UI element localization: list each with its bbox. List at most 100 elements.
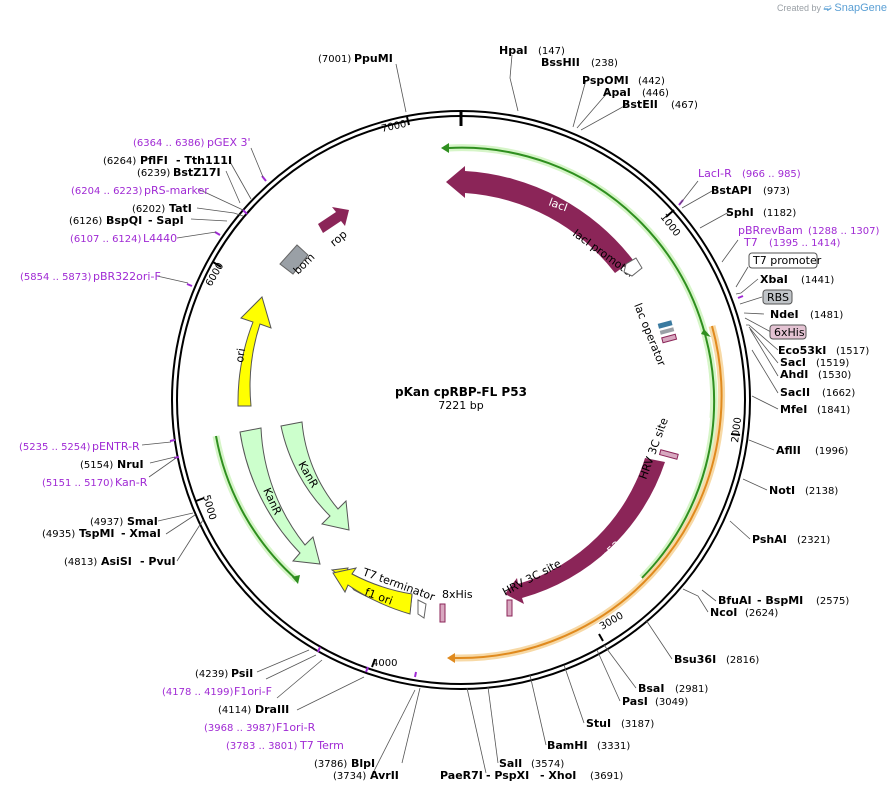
bsshii-pos: (238) bbox=[591, 58, 618, 69]
tth111i-name: - Tth111I bbox=[176, 154, 232, 167]
pshai-pos: (2321) bbox=[797, 535, 830, 546]
pgex3-primer-name: pGEX 3' bbox=[207, 136, 251, 149]
f1-ori-feature bbox=[332, 567, 413, 615]
lac-operator-box bbox=[657, 320, 673, 329]
bstz17i-name: BstZ17I bbox=[173, 166, 221, 179]
primer-marker-kan-r bbox=[173, 456, 180, 459]
prs-marker-primer-name: pRS-marker bbox=[144, 184, 209, 197]
rop-label: rop bbox=[328, 228, 350, 250]
pbr322ori-f-primer-pos: (5854 .. 5873) bbox=[20, 272, 92, 283]
his6-label-box bbox=[769, 324, 807, 340]
rbs-label-box bbox=[762, 289, 793, 305]
draiii-name: DraIII bbox=[255, 703, 289, 716]
laci-promoter-feature bbox=[623, 257, 643, 277]
his6-label: 6xHis bbox=[774, 326, 805, 339]
bstapi-name: BstAPI bbox=[711, 184, 752, 197]
xmai-name: - XmaI bbox=[121, 527, 161, 540]
primer-marker-f1ori-f bbox=[317, 646, 321, 653]
l4440-primer-name: L4440 bbox=[143, 232, 177, 245]
t7term-primer-pos: (3783 .. 3801) bbox=[226, 741, 298, 752]
bsteii-pos: (467) bbox=[671, 100, 698, 111]
pbr322ori-f-primer-name: pBR322ori-F bbox=[93, 270, 161, 283]
tati-pos: (6202) bbox=[132, 204, 165, 215]
ndei-name: NdeI bbox=[770, 308, 799, 321]
xbai-name: XbaI bbox=[760, 273, 788, 286]
t7-primer-pos: (1395 .. 1414) bbox=[769, 238, 841, 249]
pbrrevbam-primer-pos: (1288 .. 1307) bbox=[808, 226, 880, 237]
ppumi-name: PpuMI bbox=[354, 52, 393, 65]
pflfi-name: PflFI bbox=[140, 154, 168, 167]
lac-operator-label: lac operator bbox=[631, 301, 668, 368]
sphi-name: SphI bbox=[726, 206, 754, 219]
pspomi-name: PspOMI bbox=[582, 74, 629, 87]
p53-orf-arc bbox=[454, 325, 723, 660]
f1ori-f-primer-pos: (4178 .. 4199) bbox=[162, 687, 234, 698]
his6-box bbox=[661, 333, 678, 344]
noti-pos: (2138) bbox=[805, 486, 838, 497]
pgex3-primer-pos: (6364 .. 6386) bbox=[133, 138, 205, 149]
smai-pos: (4937) bbox=[90, 517, 123, 528]
pshai-name: PshAI bbox=[752, 533, 787, 546]
pentr-r-primer-name: pENTR-R bbox=[92, 440, 140, 453]
kanr-orf-arc bbox=[215, 435, 298, 581]
hrv-3c-site-box-1 bbox=[658, 449, 679, 460]
tick-6000 bbox=[212, 261, 222, 268]
snapgene-brand-label: SnapGene bbox=[834, 2, 887, 14]
tati-name: TatI bbox=[169, 202, 192, 215]
leader-lines bbox=[141, 54, 779, 776]
plasmid-size: 7221 bp bbox=[438, 399, 483, 412]
saci-pos: (1519) bbox=[816, 358, 849, 369]
stui-name: StuI bbox=[586, 717, 611, 730]
hpai-pos: (147) bbox=[538, 46, 565, 57]
nrui-pos: (5154) bbox=[80, 460, 113, 471]
tspmi-pos: (4935) bbox=[42, 529, 75, 540]
ori-label: ori bbox=[233, 347, 248, 363]
pasi-pos: (3049) bbox=[655, 697, 688, 708]
laci-orf-arrowhead bbox=[441, 143, 449, 153]
ncoi-name: NcoI bbox=[710, 606, 737, 619]
tick-5000 bbox=[195, 497, 205, 502]
plasmid-name: pKan cpRBP-FL P53 bbox=[395, 385, 527, 399]
xbai-pos: (1441) bbox=[801, 275, 834, 286]
pspomi-pos: (442) bbox=[638, 76, 665, 87]
psii-pos: (4239) bbox=[195, 669, 228, 680]
bsai-pos: (2981) bbox=[675, 684, 708, 695]
pasi-name: PasI bbox=[622, 695, 648, 708]
xhoi-name: - XhoI bbox=[540, 769, 576, 782]
bsai-name: BsaI bbox=[638, 682, 664, 695]
snapgene-logo-icon: ➫ bbox=[823, 3, 832, 14]
tick-1000 bbox=[665, 209, 675, 218]
aflii-pos: (1996) bbox=[815, 446, 848, 457]
created-by-label: Created by bbox=[776, 3, 821, 13]
bsu36i-name: Bsu36I bbox=[674, 653, 716, 666]
laci-r-primer-name: LacI-R bbox=[698, 167, 732, 180]
apai-pos: (446) bbox=[642, 88, 669, 99]
primer-marker-prs bbox=[242, 209, 248, 215]
rbs-label: RBS bbox=[767, 291, 789, 304]
bstz17i-pos: (6239) bbox=[137, 168, 170, 179]
his8-feature bbox=[439, 603, 446, 623]
avrii-name: AvrII bbox=[370, 769, 399, 782]
prs-marker-primer-pos: (6204 .. 6223) bbox=[71, 186, 143, 197]
ndei-pos: (1481) bbox=[810, 310, 843, 321]
tick-2000 bbox=[730, 433, 741, 436]
ncoi-pos: (2624) bbox=[745, 608, 778, 619]
kan-r-primer-name: Kan-R bbox=[115, 476, 148, 489]
rop-feature bbox=[318, 207, 349, 233]
p53-orf-highlight bbox=[454, 325, 725, 662]
pvui-name: - PvuI bbox=[140, 555, 176, 568]
created-by-watermark: Created by ➫ SnapGene bbox=[777, 2, 887, 14]
pflfi-pos: (6264) bbox=[103, 156, 136, 167]
bsteii-name: BstEII bbox=[622, 98, 658, 111]
tick-label-7000: 7000 bbox=[380, 119, 407, 135]
l4440-primer-pos: (6107 .. 6124) bbox=[70, 234, 142, 245]
hpai-name: HpaI bbox=[499, 44, 528, 57]
eco53ki-name: Eco53kI bbox=[778, 344, 826, 357]
apai-name: ApaI bbox=[603, 86, 631, 99]
draiii-pos: (4114) bbox=[218, 705, 251, 716]
psii-name: PsiI bbox=[231, 667, 253, 680]
smai-name: SmaI bbox=[127, 515, 158, 528]
kanr-feature-outer bbox=[239, 427, 321, 565]
bamhi-name: BamHI bbox=[547, 739, 588, 752]
